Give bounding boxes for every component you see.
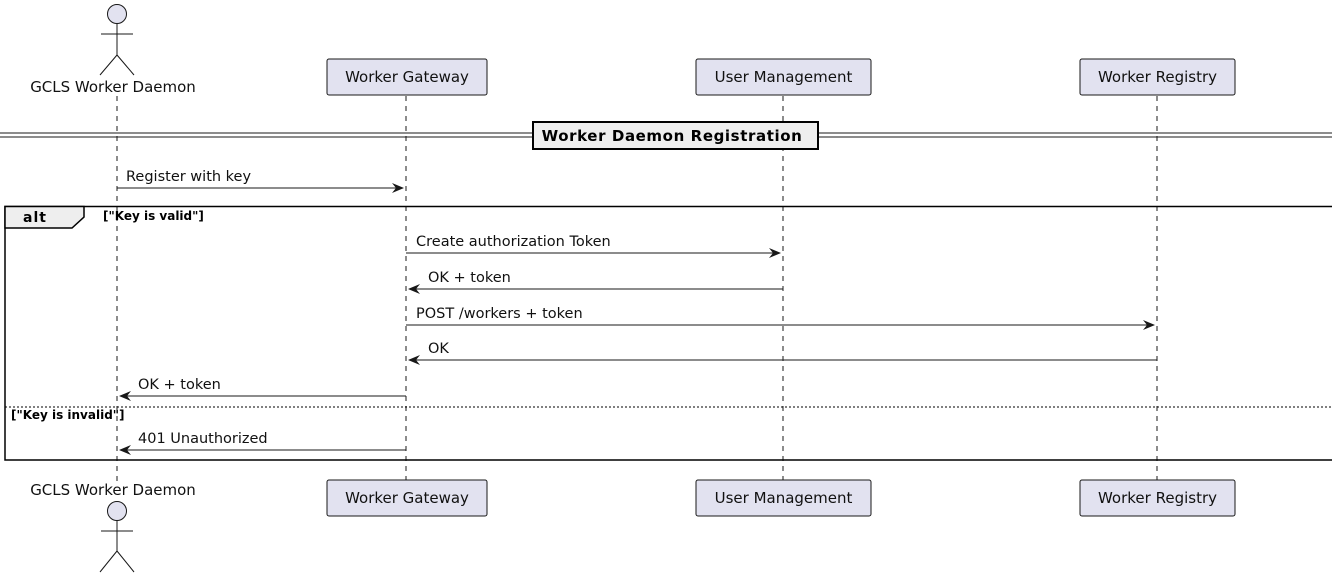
participant-label-daemon: GCLS Worker Daemon: [30, 78, 196, 96]
message-ok-token-1: OK + token: [408, 270, 783, 294]
participant-label-daemon-bottom: GCLS Worker Daemon: [30, 481, 196, 499]
participants-bottom: GCLS Worker Daemon Worker Gateway User M…: [30, 479, 1236, 573]
message-unauthorized: 401 Unauthorized: [119, 431, 406, 455]
actor-head-icon: [107, 4, 127, 24]
message-label: Create authorization Token: [416, 234, 611, 250]
actor-head-icon: [107, 501, 127, 521]
alt-fragment: alt ["Key is valid"] ["Key is invalid"]: [4, 205, 1332, 461]
message-create-token: Create authorization Token: [406, 234, 781, 258]
participant-box-usermgmt: [695, 58, 872, 96]
message-ok: OK: [408, 341, 1157, 365]
message-label: Register with key: [126, 169, 251, 185]
participant-box-registry-bottom: [1079, 479, 1236, 517]
participants-top: GCLS Worker Daemon Worker Gateway User M…: [30, 4, 1236, 96]
participant-box-gateway-bottom: [326, 479, 488, 517]
message-label: 401 Unauthorized: [138, 431, 268, 447]
participant-box-gateway: [326, 58, 488, 96]
message-ok-token-2: OK + token: [119, 377, 406, 401]
participant-label-usermgmt: User Management: [715, 68, 853, 86]
participant-label-registry-bottom: Worker Registry: [1098, 489, 1217, 507]
participant-box-registry: [1079, 58, 1236, 96]
message-label: OK + token: [138, 377, 221, 393]
participant-box-usermgmt-bottom: [695, 479, 872, 517]
alt-frame: [4, 205, 1332, 461]
alt-keyword: alt: [23, 210, 47, 226]
message-label: OK + token: [428, 270, 511, 286]
message-label: POST /workers + token: [416, 306, 583, 322]
message-register: Register with key: [117, 169, 404, 193]
alt-guard-invalid: ["Key is invalid"]: [11, 408, 125, 422]
actor-daemon-top: [99, 4, 135, 76]
divider-box: [532, 121, 819, 150]
message-post-workers: POST /workers + token: [406, 306, 1155, 330]
section-divider: Worker Daemon Registration: [0, 121, 1332, 150]
actor-daemon-bottom: [99, 501, 135, 573]
alt-guard-valid: ["Key is valid"]: [103, 209, 204, 223]
participant-label-usermgmt-bottom: User Management: [715, 489, 853, 507]
participant-label-gateway: Worker Gateway: [345, 68, 469, 86]
participant-label-registry: Worker Registry: [1098, 68, 1217, 86]
participant-label-gateway-bottom: Worker Gateway: [345, 489, 469, 507]
alt-tab: [4, 205, 85, 229]
message-label: OK: [428, 341, 449, 357]
divider-label: Worker Daemon Registration: [542, 127, 803, 145]
